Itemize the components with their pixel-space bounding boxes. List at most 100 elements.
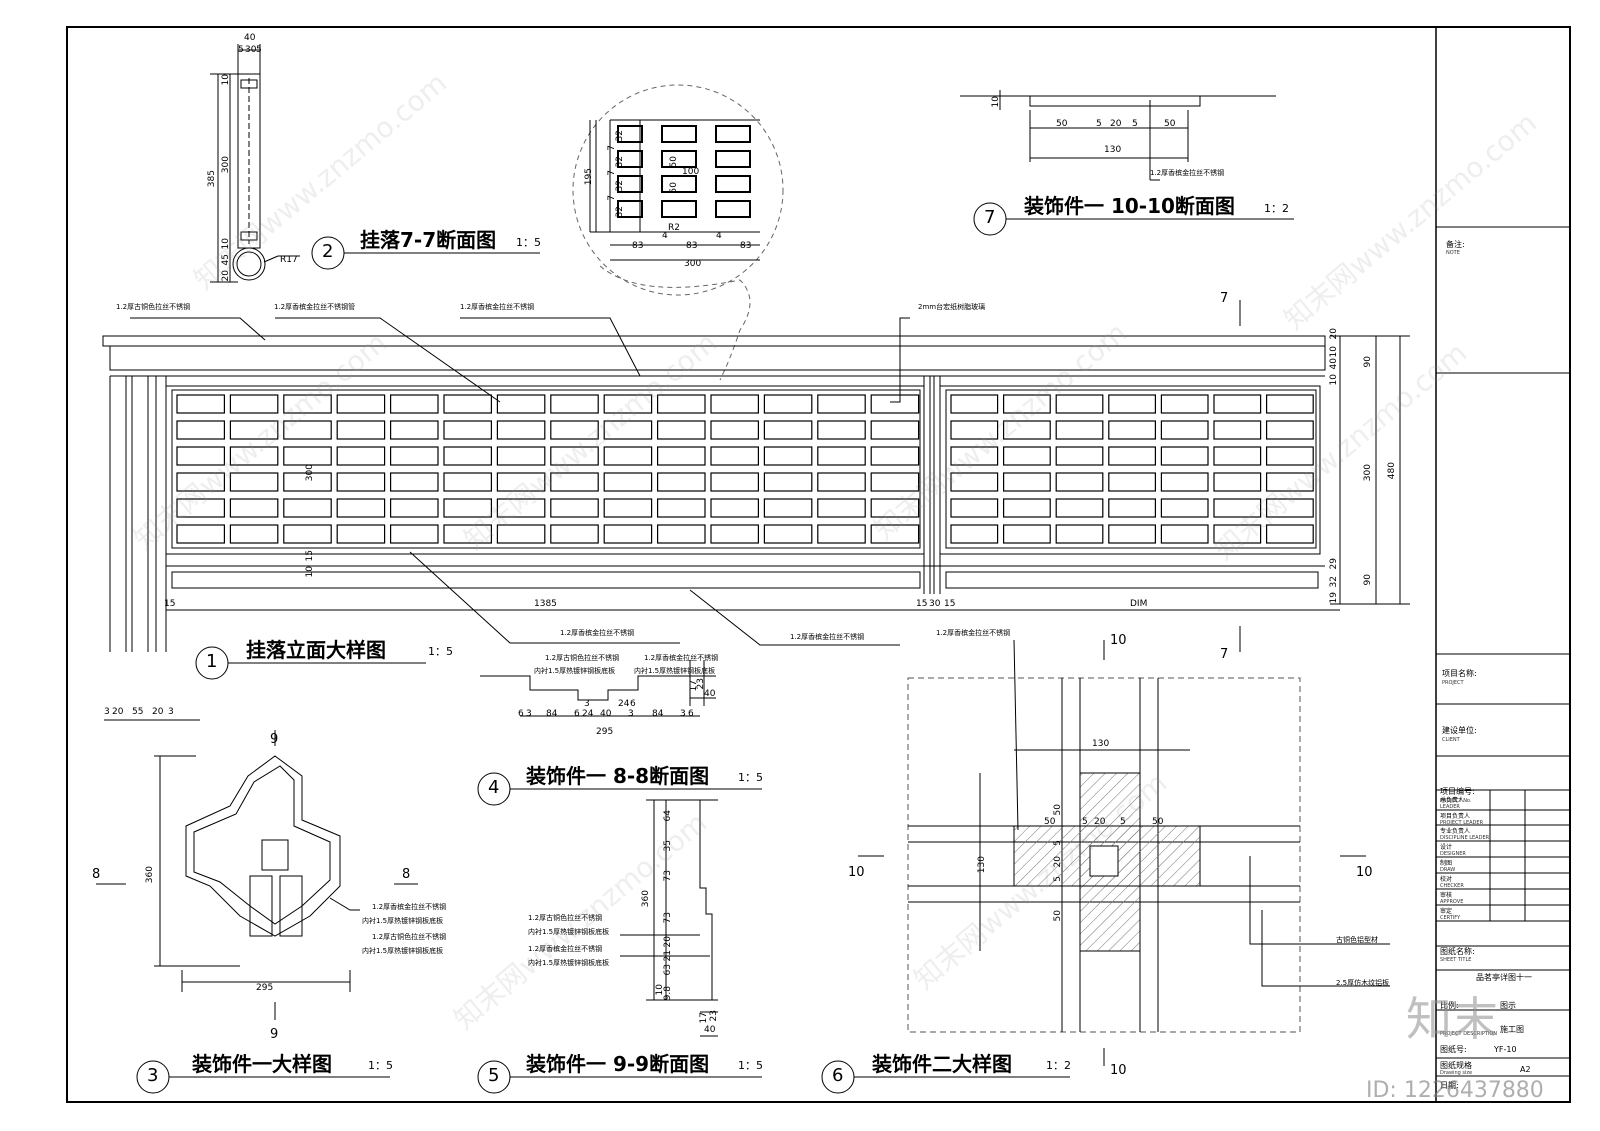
enlarged-grid-detail: [572, 84, 784, 381]
dim-enl-83b: 83: [686, 241, 698, 251]
grid-cell: [550, 498, 599, 518]
grid-cell: [710, 524, 760, 544]
dim-d1-90b: 90: [1363, 574, 1373, 586]
dim-d6-20b: 20: [1053, 856, 1063, 868]
dim-d4-84a: 84: [546, 709, 558, 719]
tb-project-name-label: 项目名称:: [1442, 669, 1477, 678]
grid-cell: [603, 394, 653, 414]
dim-d6-5b: 5: [1120, 817, 1126, 827]
dim-d5-63: 63: [663, 964, 673, 976]
grid-cell: [603, 498, 653, 518]
dim-enl-32d: 32: [615, 206, 625, 218]
grid-cell: [1055, 524, 1104, 544]
dim-d2-5b: 5: [256, 45, 262, 55]
grid-cell: [603, 420, 653, 440]
grid-cell: [443, 446, 493, 466]
detail-6-title: 装饰件二大样图: [872, 1052, 1012, 1076]
tb-role-label: 设计: [1440, 844, 1453, 851]
grid-cell: [496, 446, 546, 466]
grid-cell: [656, 472, 706, 492]
grid-cell: [283, 472, 332, 492]
grid-cell: [817, 394, 866, 414]
grid-cell: [1002, 498, 1051, 518]
section-mark-7-bottom: 7: [1220, 647, 1229, 662]
note-d3-c: 1.2厚古铜色拉丝不锈钢: [372, 933, 447, 941]
dim-d7-130: 130: [1104, 145, 1122, 155]
detail-4-section: [480, 660, 716, 717]
dim-d6-130h: 130: [1092, 739, 1110, 749]
grid-cell: [496, 394, 546, 414]
note-top-pipe: 1.2厚香槟金拉丝不锈钢管: [274, 303, 356, 311]
dim-d4-295: 295: [596, 727, 614, 737]
dim-d4-3c: 3: [680, 709, 686, 719]
grid-cell: [1108, 394, 1157, 414]
dim-enl-r2: R2: [668, 223, 680, 233]
detail-7-scale: 1：2: [1264, 202, 1289, 215]
grid-cell: [229, 524, 279, 544]
tb-sheet-title: 品茗亭详图十一: [1476, 973, 1532, 982]
grid-cell: [950, 420, 999, 440]
detail-1-elevation: [102, 300, 1410, 721]
tb-client-en: CLIENT: [1442, 737, 1460, 743]
watermark-logo: 知末: [1406, 992, 1498, 1046]
grid-cell: [336, 498, 386, 518]
tb-sheet-title-en: SHEET TITLE: [1440, 957, 1472, 963]
grid-cell: [1108, 420, 1157, 440]
tb-role-label: 审定: [1440, 908, 1453, 915]
grid-cell: [1055, 472, 1104, 492]
dim-d4-40: 40: [600, 709, 612, 719]
tb-scale-label: 比例:: [1440, 1001, 1459, 1010]
grid-cell: [817, 446, 866, 466]
grid-cell: [870, 472, 920, 492]
note-s8-a: 1.2厚古铜色拉丝不锈钢: [545, 654, 620, 662]
tb-desc-en: PROJECT DESCRIPTION: [1440, 1031, 1498, 1037]
grid-cell: [283, 524, 332, 544]
grid-cell: [550, 472, 599, 492]
dim-d4-6b: 6: [574, 709, 580, 719]
grid-cell: [229, 394, 279, 414]
callout-number-5: 5: [488, 1065, 500, 1086]
grid-cell: [443, 420, 493, 440]
tb-role-en: PROJECT LEADER: [1440, 820, 1484, 826]
grid-cell: [390, 394, 439, 414]
tb-note-label: 备注:: [1446, 240, 1465, 249]
section-mark-10-left: 10: [848, 865, 865, 880]
grid-cell: [336, 420, 386, 440]
detail-3-ornament: [96, 730, 418, 1020]
dim-d7-5a: 5: [1096, 119, 1102, 129]
section-mark-10-top: 10: [1110, 633, 1127, 648]
dim-d1-40: 40: [1329, 358, 1339, 370]
grid-cell: [1002, 446, 1051, 466]
dim-d4-6a: 6: [518, 709, 524, 719]
dim-d7-10: 10: [991, 96, 1001, 108]
grid-cell: [1265, 524, 1314, 544]
detail-3-scale: 1：5: [368, 1059, 393, 1072]
dim-enl-50a: 50: [669, 156, 679, 168]
note-top-gold: 1.2厚香槟金拉丝不锈钢: [460, 303, 535, 311]
dim-d7-50b: 50: [1164, 119, 1176, 129]
grid-cell: [1002, 394, 1051, 414]
grid-cell: [817, 524, 866, 544]
tb-role-label: 总负责人: [1440, 797, 1465, 804]
detail-6-scale: 1：2: [1046, 1059, 1071, 1072]
grid-cell: [1108, 446, 1157, 466]
dim-d3-295: 295: [256, 983, 274, 993]
dim-enl-300: 300: [684, 259, 702, 269]
grid-cell: [1213, 472, 1262, 492]
note-d5-a: 1.2厚古铜色拉丝不锈钢: [528, 914, 603, 922]
grid-cell: [336, 446, 386, 466]
dim-enl-4b: 4: [716, 231, 722, 241]
note-glass: 2mm台宏纸树脂玻璃: [918, 303, 986, 311]
dim-d5-73b: 73: [663, 912, 673, 924]
grid-cell: [656, 498, 706, 518]
dim-d1-10b: 10: [1329, 374, 1339, 386]
grid-cell: [763, 498, 813, 518]
grid-cell: [1160, 524, 1209, 544]
title-block-note-box: [1435, 226, 1571, 374]
grid-cell: [1002, 524, 1051, 544]
note-d7-a: 1.2厚香槟金拉丝不锈钢: [1150, 169, 1225, 177]
dim-d1-30: 30: [929, 599, 941, 609]
sheet-border: [66, 26, 1571, 1103]
dim-d1-1385: 1385: [534, 599, 557, 609]
grid-cell: [443, 394, 493, 414]
